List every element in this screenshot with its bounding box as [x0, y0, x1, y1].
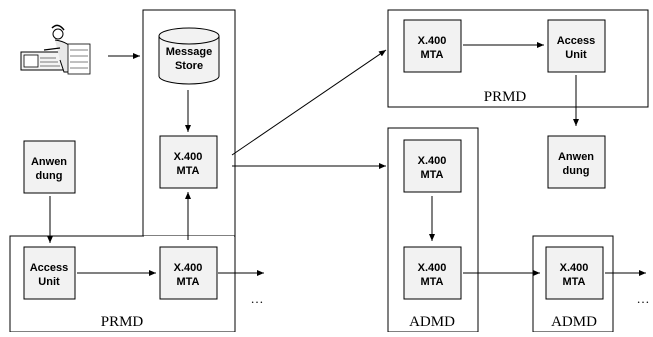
mta-admd-top-label-1: X.400: [418, 155, 447, 167]
mta-admd-bottom-label-2: MTA: [420, 276, 443, 288]
message-store: Message Store: [158, 27, 220, 85]
anwendung-left: Anwen dung: [23, 140, 76, 194]
mta-admd-bottom: X.400 MTA: [403, 246, 462, 300]
message-store-label-2: Store: [175, 60, 203, 72]
mta-top-right-label-2: MTA: [420, 49, 443, 61]
message-store-label-1: Message: [166, 46, 212, 58]
mta-admd-top: X.400 MTA: [403, 139, 462, 193]
access-unit-left: Access Unit: [23, 246, 76, 300]
mta-top-right-label-1: X.400: [418, 35, 447, 47]
mta-admd-bottom-label-1: X.400: [418, 262, 447, 274]
ellipsis-left: …: [251, 291, 264, 306]
mta-top-right: X.400 MTA: [403, 19, 462, 73]
mta-center-label-2: MTA: [176, 165, 199, 177]
mta-admd2-label-2: MTA: [562, 276, 585, 288]
admd-right-label: ADMD: [551, 314, 597, 330]
access-unit-left-label-1: Access: [30, 262, 69, 274]
mta-center: X.400 MTA: [159, 135, 218, 189]
anwendung-right-label-2: dung: [563, 165, 590, 177]
mta-center-label-1: X.400: [174, 151, 203, 163]
anwendung-right: Anwen dung: [547, 135, 606, 189]
anwendung-left-label-2: dung: [36, 170, 63, 182]
arrow-mta-to-prmd: [231, 49, 387, 156]
anwendung-right-label-1: Anwen: [558, 151, 594, 163]
anwendung-left-label-1: Anwen: [31, 156, 67, 168]
access-unit-right-label-2: Unit: [565, 49, 587, 61]
prmd-left-label: PRMD: [101, 314, 144, 330]
admd-middle-label: ADMD: [409, 314, 455, 330]
access-unit-left-label-2: Unit: [38, 276, 60, 288]
mta-admd2: X.400 MTA: [545, 246, 604, 300]
access-unit-right-label-1: Access: [557, 35, 596, 47]
prmd-top-right-label: PRMD: [484, 89, 527, 105]
access-unit-right: Access Unit: [547, 19, 606, 73]
mta-bottom-left: X.400 MTA: [159, 246, 218, 300]
user-at-computer-icon: [20, 24, 91, 75]
ellipsis-right: …: [637, 291, 650, 306]
mta-admd-top-label-2: MTA: [420, 169, 443, 181]
mta-bottom-left-label-1: X.400: [174, 262, 203, 274]
mta-admd2-label-1: X.400: [560, 262, 589, 274]
mta-bottom-left-label-2: MTA: [176, 276, 199, 288]
